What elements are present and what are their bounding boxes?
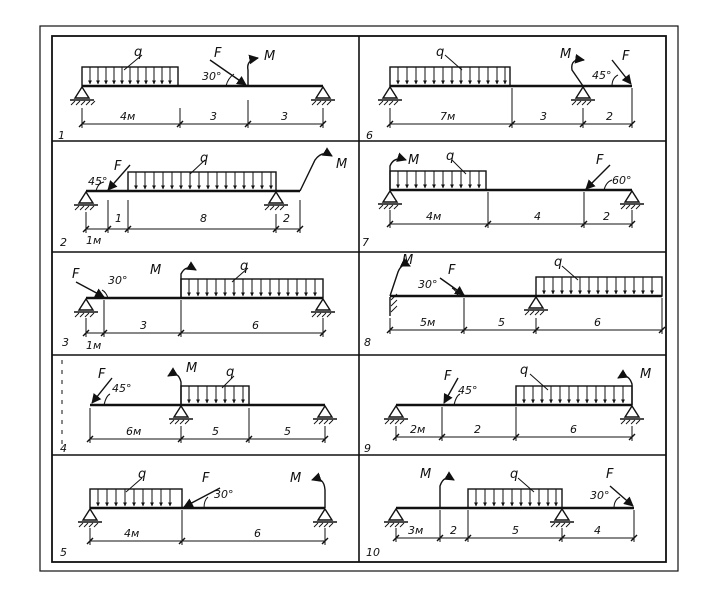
dimension-label: 1м xyxy=(86,339,101,352)
angle-label: 45° xyxy=(592,69,612,82)
panel-number: 6 xyxy=(366,129,373,142)
panel-6: 6 q M 45° F 7м 3 2 xyxy=(366,45,636,142)
dimension-label: 2 xyxy=(603,210,610,223)
force-label-f: F xyxy=(98,367,106,382)
dimension-label: 1 xyxy=(115,212,122,225)
dimension-label: 8 xyxy=(200,212,207,225)
angle-label: 30° xyxy=(202,70,222,83)
angle-label: 45° xyxy=(112,382,132,395)
dimension-label: 3 xyxy=(210,110,217,123)
moment-label-m: M xyxy=(408,153,419,168)
panel-4: 4 F 45° M q 6м 5 5 xyxy=(60,360,337,455)
panel-number: 1 xyxy=(58,129,65,142)
panel-number: 9 xyxy=(364,442,371,455)
force-label-f: F xyxy=(444,369,452,384)
panel-9: 9 F 45° q M 2м 2 6 xyxy=(364,363,651,455)
dimension-label: 4 xyxy=(534,210,541,223)
dimension-label: 7м xyxy=(440,110,455,123)
panel-number: 8 xyxy=(364,336,371,349)
force-label-f: F xyxy=(202,471,210,486)
load-label-q: q xyxy=(520,363,528,378)
moment-label-m: M xyxy=(560,47,571,62)
load-label-q: q xyxy=(134,45,142,60)
dimension-label: 2 xyxy=(606,110,613,123)
moment-label-m: M xyxy=(186,361,197,376)
dimension-label: 2 xyxy=(450,524,457,537)
panel-10: 10 M q F 30° 3м 2 5 4 xyxy=(366,467,638,559)
dimension-label: 3 xyxy=(281,110,288,123)
dimension-label: 6 xyxy=(594,316,601,329)
dimension-label: 3 xyxy=(540,110,547,123)
panel-number: 5 xyxy=(60,546,67,559)
angle-label: 30° xyxy=(214,488,234,501)
panel-1: 1 q F M 30° 4м 3 3 xyxy=(58,45,335,142)
load-label-q: q xyxy=(446,149,454,164)
load-label-q: q xyxy=(510,467,518,482)
dimension-label: 4 xyxy=(594,524,601,537)
force-label-f: F xyxy=(596,153,604,168)
panel-7: 7 M q F 60° 4м 4 2 xyxy=(362,149,644,249)
dimension-label: 5 xyxy=(512,524,519,537)
dimension-label: 6м xyxy=(126,425,141,438)
moment-label-m: M xyxy=(150,263,161,278)
dimension-label: 1м xyxy=(86,234,101,247)
dimension-label: 5 xyxy=(498,316,505,329)
dimension-label: 3м xyxy=(408,524,423,537)
force-label-f: F xyxy=(622,49,630,64)
force-label-f: F xyxy=(448,263,456,278)
dimension-label: 5 xyxy=(284,425,291,438)
moment-label-m: M xyxy=(640,367,651,382)
moment-label-m: M xyxy=(402,253,413,268)
angle-label: 30° xyxy=(590,489,610,502)
load-label-q: q xyxy=(226,365,234,380)
panel-number: 2 xyxy=(60,236,67,249)
dimension-label: 3 xyxy=(140,319,147,332)
moment-label-m: M xyxy=(336,157,347,172)
force-label-f: F xyxy=(606,467,614,482)
panel-number: 3 xyxy=(62,336,69,349)
dimension-label: 6 xyxy=(254,527,261,540)
angle-label: 45° xyxy=(458,384,478,397)
dimension-label: 2 xyxy=(283,212,290,225)
load-label-q: q xyxy=(200,151,208,166)
force-label-f: F xyxy=(72,267,80,282)
dimension-label: 5м xyxy=(420,316,435,329)
panel-8: 8 M 30° F q 5м 5 6 xyxy=(364,253,666,349)
dimension-label: 2м xyxy=(410,423,425,436)
panel-number: 7 xyxy=(362,236,369,249)
dimension-label: 6 xyxy=(252,319,259,332)
panel-5: 5 q F 30° M 4м 6 xyxy=(60,467,337,559)
angle-label: 30° xyxy=(418,278,438,291)
load-label-q: q xyxy=(436,45,444,60)
angle-label: 60° xyxy=(612,174,632,187)
load-label-q: q xyxy=(240,259,248,274)
moment-label-m: M xyxy=(290,471,301,486)
dimension-label: 2 xyxy=(474,423,481,436)
load-label-q: q xyxy=(554,255,562,270)
dimension-label: 4м xyxy=(124,527,139,540)
outer-frame xyxy=(39,25,679,572)
panel-2: 2 45° F q M 1м 1 8 2 xyxy=(60,147,347,249)
dimension-label: 4м xyxy=(426,210,441,223)
moment-label-m: M xyxy=(420,467,431,482)
moment-label-m: M xyxy=(264,49,275,64)
force-label-f: F xyxy=(114,159,122,174)
force-label-f: F xyxy=(214,46,222,61)
dimension-label: 5 xyxy=(212,425,219,438)
angle-label: 45° xyxy=(88,175,108,188)
dimension-label: 6 xyxy=(570,423,577,436)
dimension-label: 4м xyxy=(120,110,135,123)
angle-label: 30° xyxy=(108,274,128,287)
panel-3: 3 F 30° M q 1м 3 6 xyxy=(62,259,335,352)
panel-number: 10 xyxy=(366,546,380,559)
panel-number: 4 xyxy=(60,442,67,455)
load-label-q: q xyxy=(138,467,146,482)
